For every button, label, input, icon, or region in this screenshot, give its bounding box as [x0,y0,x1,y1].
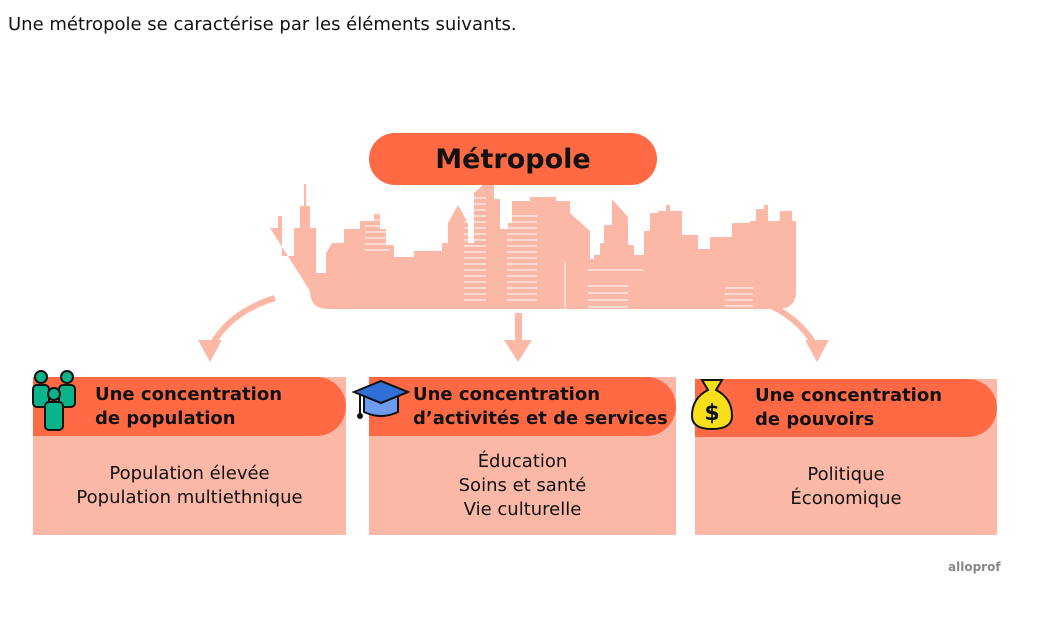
card-population: Une concentration de population Populati… [33,377,346,535]
card-header: Une concentration de population [33,377,346,436]
card-title-line2: de pouvoirs [755,409,875,430]
card-title-line1: Une concentration [95,383,283,405]
card-title-line1: Une concentration [755,385,943,406]
card-header: Une concentration de pouvoirs [695,379,997,437]
arrow-middle [515,313,522,341]
card-item: Soins et santé [458,474,587,496]
svg-text:$: $ [704,401,719,426]
metropole-title: Métropole [369,133,657,185]
card-item: Politique [807,463,885,485]
arrow-middle-head [504,340,532,362]
card-item: Population élevée [109,462,270,484]
card-item: Éducation [477,450,568,472]
card-item: Économique [790,487,902,509]
card-body: Politique Économique [695,438,997,535]
arrow-right-head [805,340,829,362]
people-icon [32,370,76,431]
arrow-right [751,295,818,347]
card-title-line2: de population [95,407,236,429]
card-title-line1: Une concentration [413,383,601,405]
graduation-cap-icon [352,379,410,419]
card-powers: Une concentration de pouvoirs Politique … [695,379,997,535]
card-title-line2: d’activités et de services [413,407,668,429]
skyline-silhouette [270,175,796,309]
alloprof-logo: alloprof [948,560,1001,574]
card-activities: Une concentration d’activités et de serv… [369,377,676,535]
card-item: Population multiethnique [76,486,303,508]
money-bag-icon: $ [690,379,734,431]
arrow-left [209,295,276,347]
intro-text: Une métropole se caractérise par les élé… [8,14,517,35]
arrow-left-head [198,340,222,362]
card-body: Éducation Soins et santé Vie culturelle [369,436,676,535]
card-body: Population élevée Population multiethniq… [33,436,346,535]
card-header: Une concentration d’activités et de serv… [369,377,676,436]
card-item: Vie culturelle [463,498,582,520]
